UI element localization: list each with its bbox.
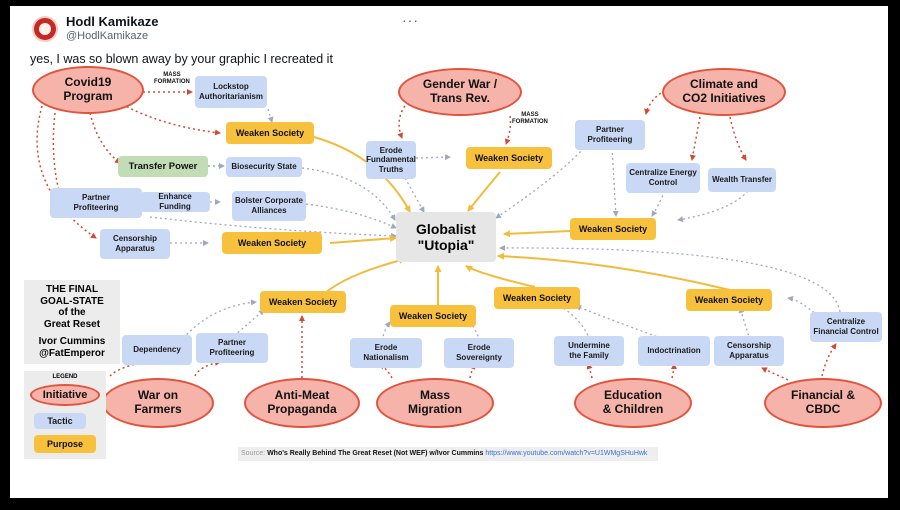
initiative-gender-war: Gender War /Trans Rev. — [398, 68, 522, 116]
goal-author: Ivor Cummins — [38, 336, 106, 347]
more-options-icon[interactable]: ··· — [402, 12, 419, 28]
source-url[interactable]: https://www.youtube.com/watch?v=U1WMgSHu… — [485, 450, 648, 457]
tactic-indoctrination: Indoctrination — [638, 336, 710, 366]
purpose-weaken-society: Weaken Society — [570, 218, 656, 240]
globalist-utopia: Globalist"Utopia" — [396, 212, 496, 262]
purpose-weaken-society: Weaken Society — [390, 305, 476, 327]
tweet-card: Hodl Kamikaze @HodlKamikaze ··· yes, I w… — [10, 6, 888, 498]
source-citation: Source: Who's Really Behind The Great Re… — [238, 447, 658, 461]
purpose-weaken-society: Weaken Society — [686, 289, 772, 311]
tweet-text: yes, I was so blown away by your graphic… — [30, 52, 333, 66]
user-handle[interactable]: @HodlKamikaze — [66, 30, 149, 42]
tactic-biosecurity-state: Biosecurity State — [226, 157, 302, 177]
source-title: Who's Really Behind The Great Reset (Not… — [267, 450, 484, 457]
goal-author-handle: @FatEmperor — [39, 347, 105, 359]
tactic-enhance-funding: Enhance Funding — [140, 192, 210, 212]
legend-title: LEGEND — [52, 374, 78, 380]
purpose-weaken-society: Weaken Society — [226, 122, 314, 144]
legend-initiative: Initiative — [30, 384, 100, 406]
goal-line: Great Reset — [43, 318, 101, 330]
legend-tactic: Tactic — [34, 413, 86, 429]
goal-line: THE FINAL — [45, 284, 99, 295]
source-label: Source: — [241, 450, 266, 457]
purpose-weaken-society: Weaken Society — [494, 287, 580, 309]
goal-line: of the — [58, 307, 86, 318]
initiative-financial-cbdc: Financial &CBDC — [764, 378, 882, 428]
goal-state-panel: THE FINAL GOAL-STATE of the Great Reset … — [24, 280, 120, 364]
tactic-wealth-transfer: Wealth Transfer — [708, 168, 776, 192]
purpose-weaken-society: Weaken Society — [222, 232, 322, 254]
purpose-weaken-society: Weaken Society — [466, 147, 552, 169]
legend-panel: LEGEND Initiative Tactic Purpose — [24, 371, 106, 459]
tactic-dependency: Dependency — [122, 335, 192, 365]
initiative-education-children: Education& Children — [574, 378, 692, 428]
display-name[interactable]: Hodl Kamikaze — [66, 14, 159, 29]
avatar[interactable] — [32, 16, 58, 42]
goal-line: GOAL-STATE — [40, 295, 104, 307]
purpose-weaken-society: Weaken Society — [260, 291, 346, 313]
legend-purpose: Purpose — [34, 435, 96, 453]
transfer-power: Transfer Power — [118, 156, 208, 177]
